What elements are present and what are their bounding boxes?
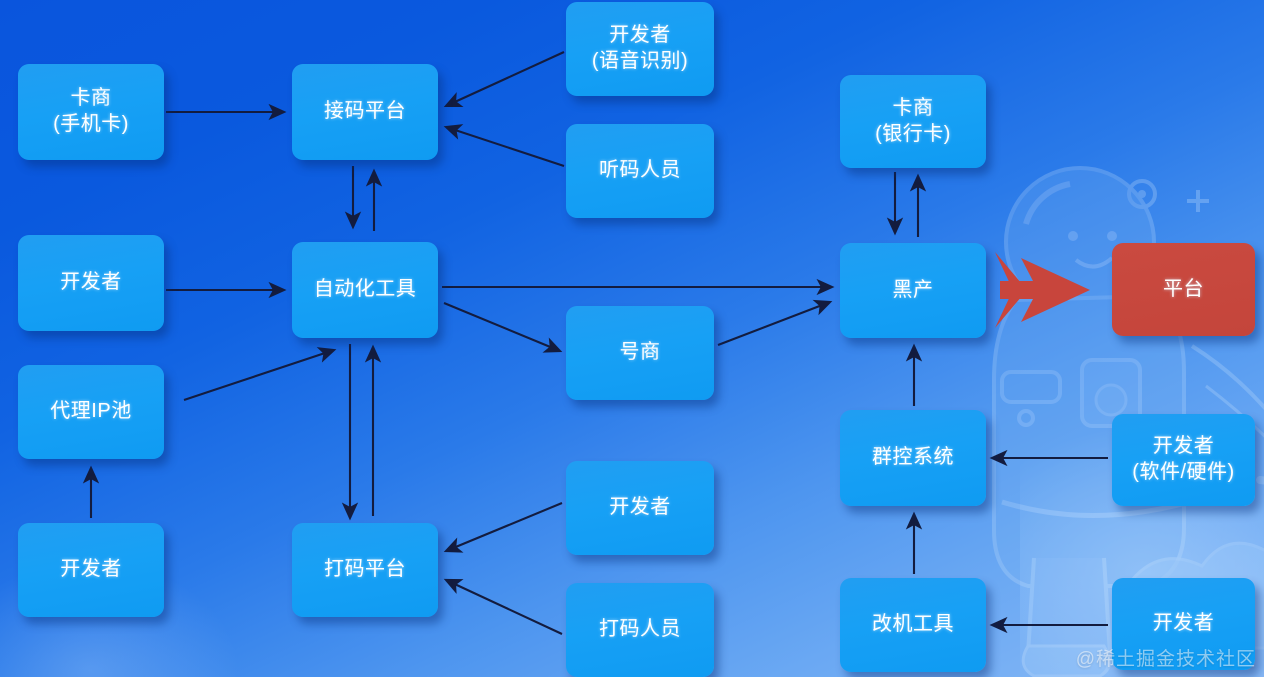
edge-dev-voice-to-jiema [443, 51, 565, 108]
node-dev_left_mid[interactable]: 开发者 [18, 235, 164, 331]
node-label: 号商 [619, 341, 661, 364]
node-label: 改机工具 [872, 613, 954, 636]
node-label: 打码人员 [599, 618, 681, 641]
node-label: 群控系统 [872, 446, 954, 469]
node-label: 自动化工具 [313, 278, 417, 301]
edge-dev-mid-bot-to-dama [443, 502, 563, 553]
node-label: 黑产 [892, 278, 934, 301]
node-dama_platform[interactable]: 打码平台 [292, 523, 438, 617]
node-label: 开发者 [609, 496, 671, 519]
edge-haoshang-to-heichan [717, 299, 833, 346]
node-pingtai[interactable]: 平台 [1112, 243, 1255, 336]
node-qunkong[interactable]: 群控系统 [840, 410, 986, 506]
node-heichan[interactable]: 黑产 [840, 243, 986, 338]
node-dev_voice[interactable]: 开发者 (语音识别) [566, 2, 714, 96]
node-dev_left_bot[interactable]: 开发者 [18, 523, 164, 617]
node-kashang_bank[interactable]: 卡商 (银行卡) [840, 75, 986, 168]
edge-dama-people-to-dama [443, 578, 563, 635]
node-dama_people[interactable]: 打码人员 [566, 583, 714, 677]
node-label: 开发者 [1152, 612, 1215, 635]
watermark: @稀土掘金技术社区 [1075, 649, 1256, 670]
edge-tingma-to-jiema [443, 124, 565, 167]
node-kashang_phone[interactable]: 卡商 (手机卡) [18, 64, 164, 160]
node-label: 开发者 (语音识别) [591, 24, 689, 72]
node-proxy_ip[interactable]: 代理IP池 [18, 365, 164, 459]
node-label: 卡商 (手机卡) [53, 87, 129, 135]
node-tingma[interactable]: 听码人员 [566, 124, 714, 218]
node-label: 开发者 [60, 271, 122, 294]
node-jiema[interactable]: 接码平台 [292, 64, 438, 160]
red-chevron-arrow-icon [995, 252, 1090, 328]
node-dev_sw_hw[interactable]: 开发者 (软件/硬件) [1112, 414, 1255, 506]
edge-auto-to-haoshang [443, 302, 563, 353]
node-dev_mid_bot[interactable]: 开发者 [566, 461, 714, 555]
node-label: 接码平台 [324, 100, 406, 123]
node-haoshang[interactable]: 号商 [566, 306, 714, 400]
node-label: 听码人员 [599, 159, 681, 182]
node-dev_right_bot[interactable]: 开发者 [1112, 578, 1255, 670]
node-gaiji_tool[interactable]: 改机工具 [840, 578, 986, 672]
edge-proxy-to-auto [183, 347, 337, 401]
node-label: 平台 [1163, 277, 1204, 300]
node-label: 卡商 (银行卡) [875, 96, 951, 145]
node-label: 打码平台 [324, 558, 406, 581]
node-label: 开发者 (软件/硬件) [1132, 435, 1235, 483]
node-label: 代理IP池 [50, 400, 132, 423]
node-label: 开发者 [60, 558, 122, 581]
node-auto_tool[interactable]: 自动化工具 [292, 242, 438, 338]
